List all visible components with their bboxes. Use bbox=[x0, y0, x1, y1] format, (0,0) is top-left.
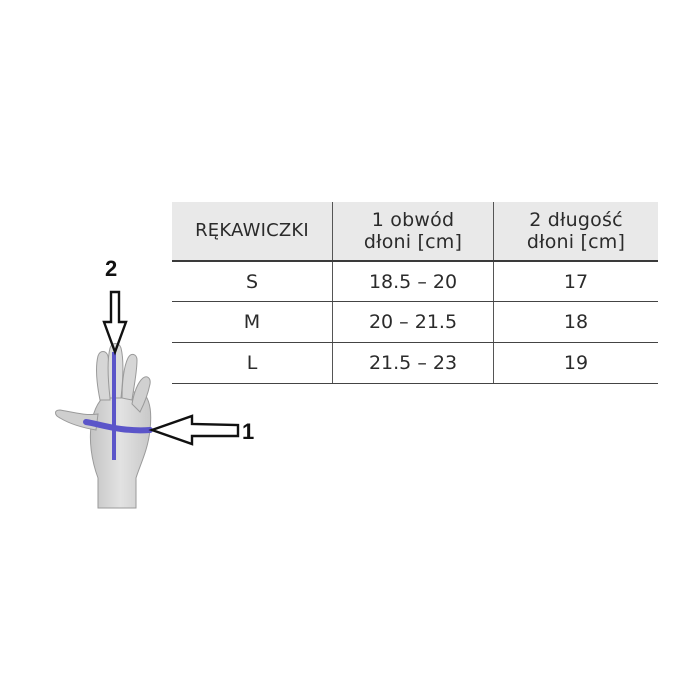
cell-circumference: 20 – 21.5 bbox=[332, 301, 494, 343]
table-row: L 21.5 – 23 19 bbox=[172, 342, 658, 384]
header-length: 2 długość dłoni [cm] bbox=[493, 202, 658, 262]
cell-size: L bbox=[172, 342, 333, 384]
hand-icon bbox=[55, 343, 152, 509]
table-row: M 20 – 21.5 18 bbox=[172, 301, 658, 343]
circumference-measure-band bbox=[83, 419, 153, 434]
cell-length: 17 bbox=[493, 261, 658, 302]
cell-length: 18 bbox=[493, 301, 658, 343]
cell-length: 19 bbox=[493, 342, 658, 384]
cell-size: S bbox=[172, 261, 333, 302]
header-size: RĘKAWICZKI bbox=[172, 202, 333, 262]
glove-size-table: RĘKAWICZKI 1 obwód dłoni [cm] 2 długość … bbox=[172, 202, 658, 384]
arrow-left-icon bbox=[148, 414, 240, 446]
callout-circumference-number: 1 bbox=[242, 419, 255, 444]
cell-circumference: 18.5 – 20 bbox=[332, 261, 494, 302]
callout-length-number: 2 bbox=[105, 256, 118, 281]
cell-size: M bbox=[172, 301, 333, 343]
table-row: S 18.5 – 20 17 bbox=[172, 261, 658, 302]
arrow-down-icon bbox=[102, 290, 128, 356]
table-header-row: RĘKAWICZKI 1 obwód dłoni [cm] 2 długość … bbox=[172, 202, 658, 262]
header-circumference: 1 obwód dłoni [cm] bbox=[332, 202, 494, 262]
cell-circumference: 21.5 – 23 bbox=[332, 342, 494, 384]
